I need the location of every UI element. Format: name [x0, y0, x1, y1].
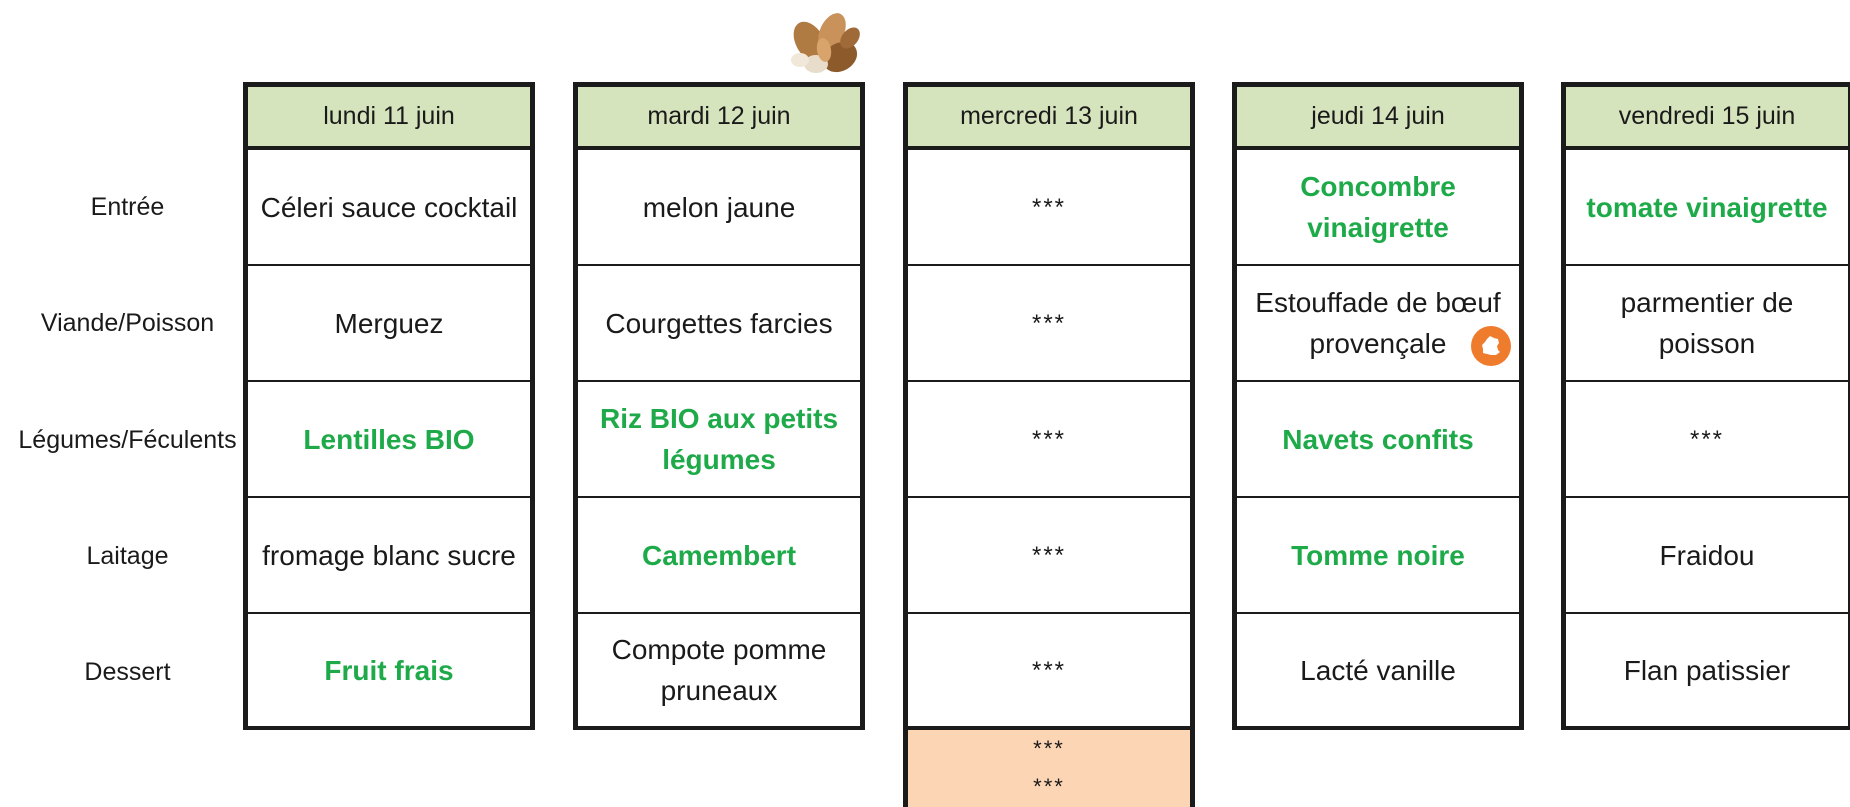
- menu-cell-legumes: Lentilles BIO: [248, 382, 530, 498]
- day-column-mercredi: mercredi 13 juin *** *** *** *** ***: [903, 82, 1195, 730]
- extra-cell: ***: [1033, 774, 1065, 799]
- menu-cell-laitage: Tomme noire: [1237, 498, 1519, 614]
- extra-cell: ***: [1033, 736, 1065, 761]
- row-label-legumes-feculents: Légumes/Féculents: [18, 426, 237, 454]
- france-origin-icon: [1471, 326, 1511, 366]
- day-column-jeudi: jeudi 14 juin Concombre vinaigrette Esto…: [1232, 82, 1524, 730]
- day-header: mercredi 13 juin: [908, 82, 1190, 150]
- menu-cell-dessert: Lacté vanille: [1237, 614, 1519, 730]
- menu-cell-laitage: Fraidou: [1566, 498, 1848, 614]
- day-header: mardi 12 juin: [578, 82, 860, 150]
- day-header: vendredi 15 juin: [1566, 82, 1848, 150]
- menu-cell-dessert: Fruit frais: [248, 614, 530, 730]
- menu-cell-entree: tomate vinaigrette: [1566, 150, 1848, 266]
- menu-cell-entree: melon jaune: [578, 150, 860, 266]
- menu-cell-viande-text: Estouffade de bœuf provençale: [1255, 287, 1501, 359]
- menu-cell-legumes: Navets confits: [1237, 382, 1519, 498]
- day-column-mardi: mardi 12 juin melon jaune Courgettes far…: [573, 82, 865, 730]
- day-header: lundi 11 juin: [248, 82, 530, 150]
- menu-cell-legumes: ***: [908, 382, 1190, 498]
- extra-cell-block: *** ***: [903, 730, 1195, 807]
- menu-cell-entree: Céleri sauce cocktail: [248, 150, 530, 266]
- menu-cell-dessert: Flan patissier: [1566, 614, 1848, 730]
- day-column-lundi: lundi 11 juin Céleri sauce cocktail Merg…: [243, 82, 535, 730]
- row-label-entree: Entrée: [90, 193, 165, 221]
- menu-cell-laitage: ***: [908, 498, 1190, 614]
- menu-cell-viande: Merguez: [248, 266, 530, 382]
- menu-cell-legumes: ***: [1566, 382, 1848, 498]
- day-header: jeudi 14 juin: [1237, 82, 1519, 150]
- menu-cell-viande: Courgettes farcies: [578, 266, 860, 382]
- menu-cell-viande: parmentier de poisson: [1566, 266, 1848, 382]
- menu-cell-viande: ***: [908, 266, 1190, 382]
- menu-cell-dessert: Compote pomme pruneaux: [578, 614, 860, 730]
- menu-cell-laitage: Camembert: [578, 498, 860, 614]
- row-label-dessert: Dessert: [84, 658, 171, 686]
- nuts-image: [791, 13, 860, 73]
- menu-cell-dessert: ***: [908, 614, 1190, 730]
- row-label-viande-poisson: Viande/Poisson: [40, 309, 215, 337]
- menu-cell-legumes: Riz BIO aux petits légumes: [578, 382, 860, 498]
- menu-cell-viande: Estouffade de bœuf provençale: [1237, 266, 1519, 382]
- day-column-vendredi: vendredi 15 juin tomate vinaigrette parm…: [1561, 82, 1850, 730]
- menu-cell-entree: Concombre vinaigrette: [1237, 150, 1519, 266]
- menu-cell-entree: ***: [908, 150, 1190, 266]
- menu-cell-laitage: fromage blanc sucre: [248, 498, 530, 614]
- row-label-laitage: Laitage: [86, 542, 169, 570]
